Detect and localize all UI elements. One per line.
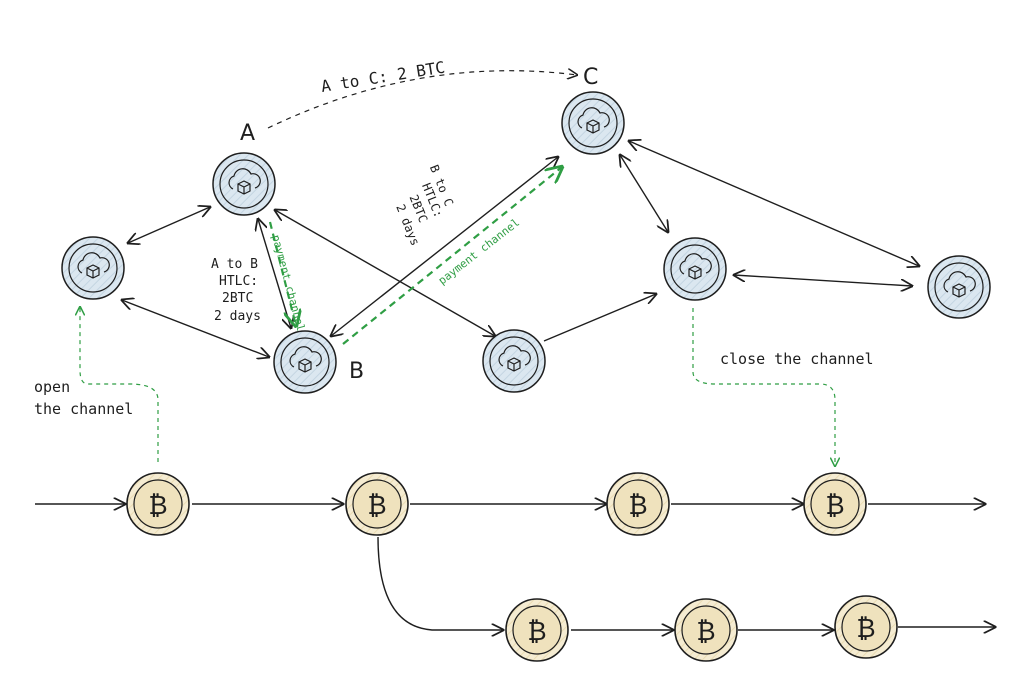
node-c [561,91,625,155]
edge-left-b [122,300,269,357]
node-right [663,237,727,301]
edge-left-a [128,207,210,243]
htlc-b-to-c-note: B to C HTLC: 2BTC 2 days [393,163,456,248]
bitcoin-coin-icon [505,598,569,662]
node-label-c: C [583,65,598,90]
bitcoin-coin-icon [126,472,190,536]
edge-right-far [734,275,912,286]
close-channel-label: close the channel [720,350,874,368]
node-left [61,236,125,300]
close-channel-arrow [692,308,835,466]
node-far-right [927,255,991,319]
edge-c-far [629,141,919,266]
node-mid [482,329,546,393]
htlc-a-to-b-note: A to B HTLC: 2BTC 2 days [211,257,261,324]
open-channel-arrow [80,307,159,462]
edge-c-right [620,155,668,232]
bitcoin-coin-icon [345,472,409,536]
payment-arrow-a-to-c [267,71,577,129]
htlc-ab-line: HTLC: [219,274,258,289]
open-channel-label: open [34,378,70,396]
chain-fork-edge [377,536,503,630]
payment-channel-a-b [268,221,296,326]
open-channel-label: the channel [34,400,133,418]
bitcoin-coin-icon [803,472,867,536]
payment-channel-label-bc: payment channel [436,216,522,287]
htlc-ab-line: 2BTC [222,291,253,306]
edge-b-c [331,157,558,336]
edge-mid-right [543,294,656,342]
payment-channel-b-c [342,167,562,345]
htlc-ab-line: A to B [211,257,258,272]
node-label-b: B [349,359,364,384]
bitcoin-coin-icon [606,472,670,536]
payment-label: A to C: 2 BTC [320,58,447,96]
bitcoin-coin-icon [674,598,738,662]
bitcoin-coin-icon [834,595,898,659]
node-label-a: A [240,121,255,146]
node-a [212,152,276,216]
htlc-ab-line: 2 days [214,309,261,324]
node-b [273,330,337,394]
